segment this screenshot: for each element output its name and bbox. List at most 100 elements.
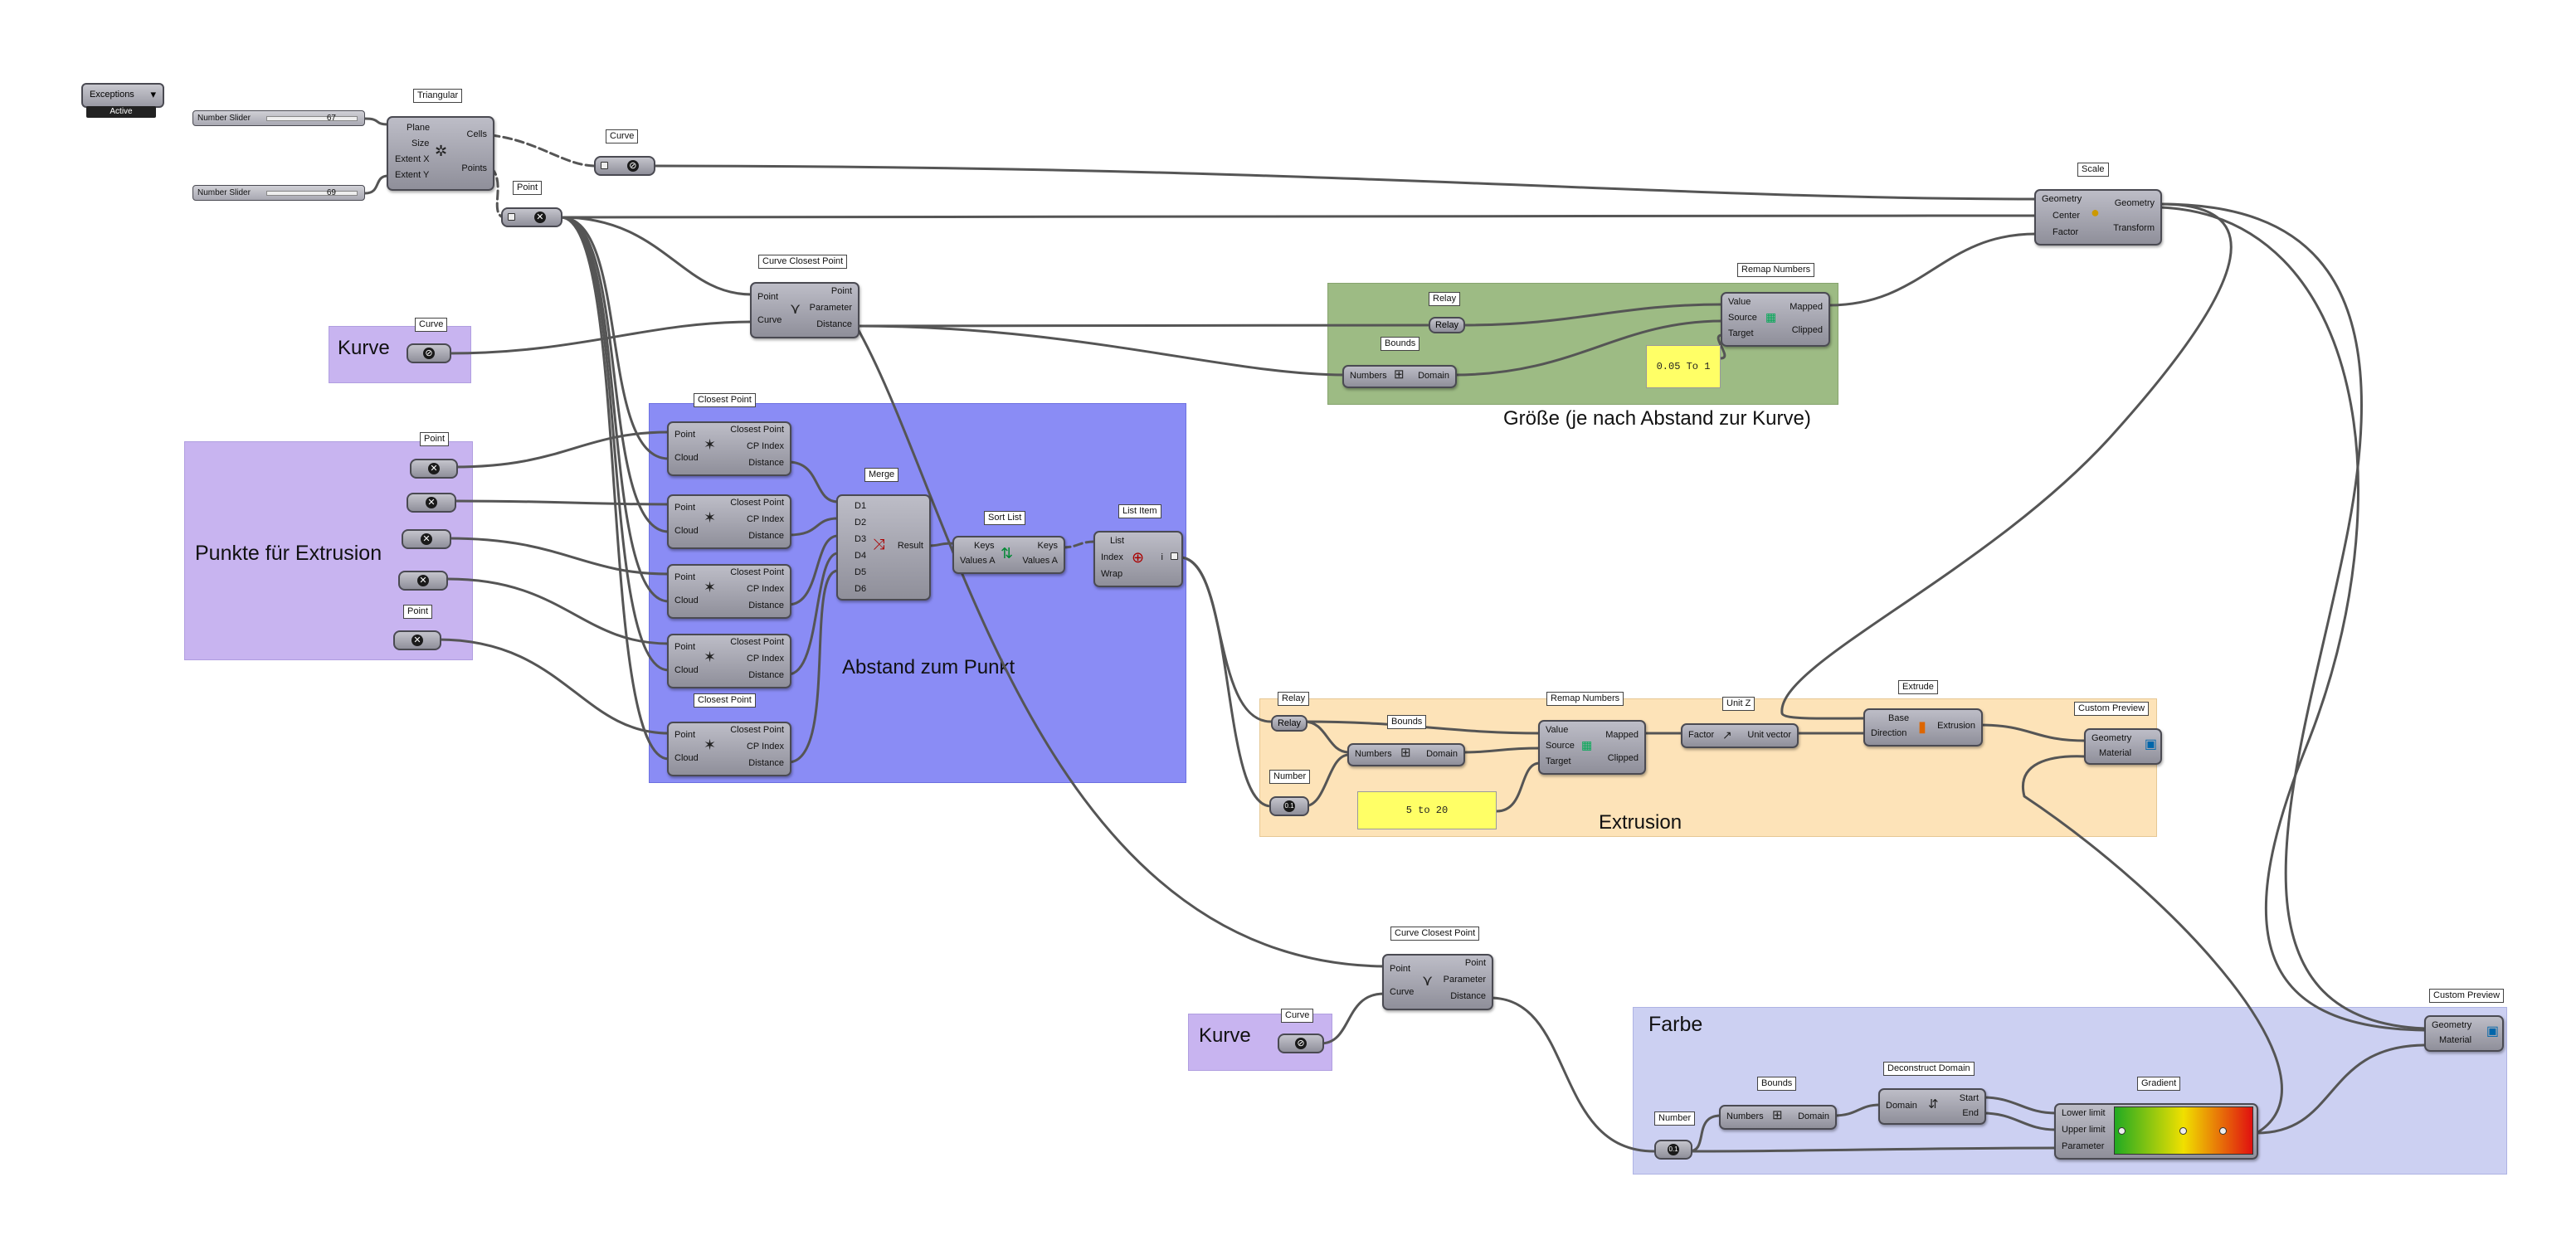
input-size[interactable]: Size xyxy=(411,139,430,148)
input-index[interactable]: Index xyxy=(1101,552,1123,562)
output-domain[interactable]: Domain xyxy=(1418,371,1449,381)
panel-remap-target[interactable]: 5 to 20 xyxy=(1357,791,1497,829)
output-closest-point[interactable]: Closest Point xyxy=(730,498,784,508)
sort-list-component[interactable]: Keys Values A ⇅ Keys Values A xyxy=(952,536,1065,574)
bounds-component[interactable]: Numbers ⊞ Domain xyxy=(1342,365,1457,388)
closest-point-component[interactable]: Point Cloud ✶ Closest Point CP Index Dis… xyxy=(667,421,791,476)
output-parameter[interactable]: Parameter xyxy=(809,303,852,313)
input-keys[interactable]: Keys xyxy=(974,541,995,551)
input-value[interactable]: Value xyxy=(1728,297,1751,307)
output-distance[interactable]: Distance xyxy=(748,670,784,680)
output-values-a[interactable]: Values A xyxy=(1022,556,1058,566)
output-transform[interactable]: Transform xyxy=(2113,223,2155,233)
output-extrusion[interactable]: Extrusion xyxy=(1937,721,1975,731)
output-geometry[interactable]: Geometry xyxy=(2114,198,2155,208)
triangular-component[interactable]: Plane Size Extent X Extent Y ✲ Cells Poi… xyxy=(387,116,494,191)
input-cloud[interactable]: Cloud xyxy=(674,526,699,536)
relay[interactable]: Relay xyxy=(1271,715,1307,732)
relay[interactable]: Relay xyxy=(1429,317,1465,333)
input-target[interactable]: Target xyxy=(1546,756,1571,766)
merge-component[interactable]: D1 D2 D3 D4 D5 D6 ⤨ Result xyxy=(836,494,931,601)
slider-track[interactable] xyxy=(266,191,358,196)
output-distance[interactable]: Distance xyxy=(748,758,784,768)
input-extent-x[interactable]: Extent X xyxy=(395,154,430,164)
point-param[interactable]: ✕ xyxy=(410,459,458,479)
input-domain[interactable]: Domain xyxy=(1886,1101,1917,1111)
output-distance[interactable]: Distance xyxy=(816,319,852,329)
custom-preview-component[interactable]: Geometry Material ▣ xyxy=(2084,728,2162,765)
input-cloud[interactable]: Cloud xyxy=(674,596,699,606)
input-geometry[interactable]: Geometry xyxy=(2042,194,2082,204)
output-clipped[interactable]: Clipped xyxy=(1791,325,1823,335)
slider-track[interactable] xyxy=(266,116,358,121)
output-clipped[interactable]: Clipped xyxy=(1607,753,1639,763)
output-closest-point[interactable]: Closest Point xyxy=(730,425,784,435)
output-mapped[interactable]: Mapped xyxy=(1605,730,1639,740)
input-point[interactable]: Point xyxy=(757,292,779,302)
input-d4[interactable]: D4 xyxy=(855,551,867,561)
input-lower-limit[interactable]: Lower limit xyxy=(2062,1108,2106,1118)
curve-param[interactable]: ⊘ xyxy=(1278,1034,1324,1053)
output-closest-point[interactable]: Closest Point xyxy=(730,637,784,647)
panel-remap-target[interactable]: 0.05 To 1 xyxy=(1646,345,1721,388)
output-cp-index[interactable]: CP Index xyxy=(746,514,784,524)
input-value[interactable]: Value xyxy=(1546,725,1569,735)
input-curve[interactable]: Curve xyxy=(757,315,782,325)
bounds-component[interactable]: Numbers ⊞ Domain xyxy=(1347,743,1465,766)
output-start[interactable]: Start xyxy=(1959,1093,1979,1103)
input-extent-y[interactable]: Extent Y xyxy=(395,170,430,180)
output-distance[interactable]: Distance xyxy=(748,458,784,468)
point-param[interactable]: ✕ xyxy=(402,529,451,549)
closest-point-component[interactable]: Point Cloud ✶ Closest Point CP Index Dis… xyxy=(667,634,791,688)
input-cloud[interactable]: Cloud xyxy=(674,453,699,463)
input-cloud[interactable]: Cloud xyxy=(674,753,699,763)
number-param[interactable]: 0.1 xyxy=(1654,1140,1692,1160)
input-list[interactable]: List xyxy=(1110,536,1125,546)
input-d3[interactable]: D3 xyxy=(855,534,867,544)
input-point[interactable]: Point xyxy=(674,572,696,582)
input-numbers[interactable]: Numbers xyxy=(1355,749,1392,759)
input-point[interactable]: Point xyxy=(674,430,696,440)
input-target[interactable]: Target xyxy=(1728,328,1754,338)
output-parameter[interactable]: Parameter xyxy=(1443,975,1486,985)
input-source[interactable]: Source xyxy=(1728,313,1757,323)
output-cp-index[interactable]: CP Index xyxy=(746,584,784,594)
output-distance[interactable]: Distance xyxy=(748,531,784,541)
bounds-component[interactable]: Numbers ⊞ Domain xyxy=(1719,1105,1837,1130)
input-d2[interactable]: D2 xyxy=(855,518,867,528)
custom-preview-component[interactable]: Geometry Material ▣ xyxy=(2424,1015,2504,1052)
closest-point-component[interactable]: Point Cloud ✶ Closest Point CP Index Dis… xyxy=(667,722,791,776)
curve-param[interactable]: ⊘ xyxy=(594,156,655,176)
output-distance[interactable]: Distance xyxy=(1450,991,1486,1001)
curve-closest-point-component[interactable]: Point Curve ⋎ Point Parameter Distance xyxy=(750,282,859,338)
input-wrap[interactable]: Wrap xyxy=(1101,569,1123,579)
output-unit-vector[interactable]: Unit vector xyxy=(1747,730,1791,740)
number-slider[interactable]: Number Slider 67 xyxy=(192,110,365,126)
output-cells[interactable]: Cells xyxy=(466,129,487,139)
input-material[interactable]: Material xyxy=(2439,1035,2472,1045)
expand-icon[interactable] xyxy=(601,162,608,169)
gradient-handle[interactable] xyxy=(2179,1127,2187,1135)
input-numbers[interactable]: Numbers xyxy=(1350,371,1387,381)
input-plane[interactable]: Plane xyxy=(407,123,431,133)
extrude-component[interactable]: Base Direction ▮ Extrusion xyxy=(1863,708,1983,747)
point-param[interactable]: ✕ xyxy=(398,571,448,591)
input-center[interactable]: Center xyxy=(2053,211,2081,221)
input-source[interactable]: Source xyxy=(1546,741,1575,751)
output-point[interactable]: Point xyxy=(830,286,852,296)
input-point[interactable]: Point xyxy=(674,503,696,513)
input-curve[interactable]: Curve xyxy=(1390,987,1415,997)
input-numbers[interactable]: Numbers xyxy=(1726,1111,1764,1121)
input-cloud[interactable]: Cloud xyxy=(674,665,699,675)
gradient-handle[interactable] xyxy=(2219,1127,2227,1135)
gradient-component[interactable]: Lower limit Upper limit Parameter xyxy=(2054,1103,2258,1160)
expand-icon[interactable] xyxy=(1171,552,1178,560)
input-point[interactable]: Point xyxy=(674,730,696,740)
gradient-handle[interactable] xyxy=(2118,1127,2126,1135)
output-cp-index[interactable]: CP Index xyxy=(746,441,784,451)
input-direction[interactable]: Direction xyxy=(1871,728,1907,738)
input-geometry[interactable]: Geometry xyxy=(2432,1020,2472,1030)
output-end[interactable]: End xyxy=(1962,1108,1979,1118)
scale-component[interactable]: Geometry Center Factor ● Geometry Transf… xyxy=(2034,189,2162,246)
curve-closest-point-component[interactable]: Point Curve ⋎ Point Parameter Distance xyxy=(1382,954,1493,1010)
